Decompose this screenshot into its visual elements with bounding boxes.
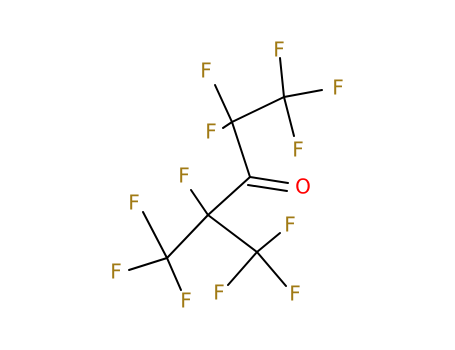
bond-c5-f7 xyxy=(142,211,168,259)
bond-c1-f2 xyxy=(283,89,323,98)
bond-c3-c4 xyxy=(207,176,251,216)
bonds xyxy=(128,57,323,291)
atom-f3: F xyxy=(292,138,304,162)
bond-c6-f10 xyxy=(256,232,281,253)
bond-c6-f12 xyxy=(256,251,287,287)
bond-c1-c2 xyxy=(231,96,285,123)
bond-c5-f9 xyxy=(166,257,182,291)
bond-c2-c3 xyxy=(231,121,251,178)
atom-f10: F xyxy=(284,213,296,237)
bond-c5-f8 xyxy=(128,257,168,271)
bond-c1-f1 xyxy=(279,57,285,98)
bond-c3-o1-b xyxy=(247,184,288,192)
bond-c2-f5 xyxy=(222,121,233,129)
atom-o1: O xyxy=(295,175,311,199)
bond-c4-f6 xyxy=(190,189,209,216)
bond-c2-f4 xyxy=(214,84,233,123)
atom-f4: F xyxy=(200,59,212,83)
atom-labels: F F F F F O F F F F F F F xyxy=(110,38,344,313)
atom-f8: F xyxy=(110,260,122,284)
bond-c6-f11 xyxy=(227,251,258,286)
atom-f6: F xyxy=(178,164,190,188)
atom-f1: F xyxy=(273,38,285,62)
bond-c4-c5 xyxy=(166,214,209,259)
atom-f12: F xyxy=(289,282,301,306)
atom-f11: F xyxy=(213,281,225,305)
bond-c1-f3 xyxy=(283,96,295,137)
atom-f5: F xyxy=(205,120,217,144)
bond-c3-o1-a xyxy=(249,176,289,184)
bond-c4-c6 xyxy=(207,214,258,253)
atom-f9: F xyxy=(180,289,192,313)
atom-f2: F xyxy=(332,76,344,100)
atom-f7: F xyxy=(128,191,140,215)
